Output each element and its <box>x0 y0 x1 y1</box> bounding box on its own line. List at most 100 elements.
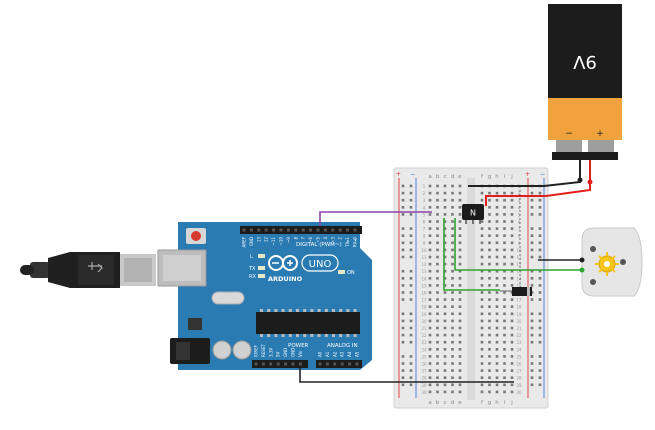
breadboard-hole[interactable] <box>495 376 499 379</box>
breadboard-hole[interactable] <box>443 333 447 337</box>
breadboard-hole[interactable] <box>503 362 506 365</box>
breadboard-hole[interactable] <box>436 340 439 344</box>
rail-hole[interactable] <box>538 362 542 365</box>
rail-hole[interactable] <box>538 227 542 230</box>
diode[interactable] <box>500 287 532 296</box>
rail-hole[interactable] <box>530 198 534 202</box>
breadboard-hole[interactable] <box>443 369 447 372</box>
breadboard-hole[interactable] <box>480 277 484 280</box>
rail-hole[interactable] <box>538 206 542 209</box>
breadboard-hole[interactable] <box>488 362 491 365</box>
breadboard-hole[interactable] <box>436 298 439 301</box>
power-pin-hole[interactable] <box>269 362 273 366</box>
breadboard-hole[interactable] <box>503 312 506 316</box>
rail-hole[interactable] <box>409 191 413 195</box>
breadboard-hole[interactable] <box>428 319 432 323</box>
breadboard-hole[interactable] <box>480 241 484 245</box>
breadboard-hole[interactable] <box>451 333 454 337</box>
breadboard-hole[interactable] <box>443 312 447 316</box>
breadboard-hole[interactable] <box>443 269 447 273</box>
breadboard-hole[interactable] <box>503 234 506 237</box>
breadboard-hole[interactable] <box>451 326 454 330</box>
breadboard-hole[interactable] <box>451 319 454 323</box>
breadboard-hole[interactable] <box>503 220 506 223</box>
breadboard-hole[interactable] <box>495 277 499 280</box>
rail-hole[interactable] <box>530 284 534 287</box>
power-pin-hole[interactable] <box>261 362 265 366</box>
rail-hole[interactable] <box>401 206 405 209</box>
breadboard-hole[interactable] <box>436 284 439 287</box>
dc-motor[interactable] <box>579 227 643 297</box>
power-header[interactable] <box>252 360 308 368</box>
breadboard-hole[interactable] <box>503 291 506 294</box>
breadboard-hole[interactable] <box>436 305 439 308</box>
breadboard-hole[interactable] <box>428 262 432 266</box>
breadboard-hole[interactable] <box>495 234 499 237</box>
rail-hole[interactable] <box>530 362 534 365</box>
breadboard-hole[interactable] <box>480 376 484 379</box>
breadboard-hole[interactable] <box>451 312 454 316</box>
breadboard-hole[interactable] <box>480 326 484 330</box>
breadboard-hole[interactable] <box>488 333 491 337</box>
rail-hole[interactable] <box>409 277 413 280</box>
rail-hole[interactable] <box>401 277 405 280</box>
digital-pin-hole[interactable] <box>264 228 268 232</box>
rail-hole[interactable] <box>401 255 405 259</box>
rail-hole[interactable] <box>401 248 405 252</box>
breadboard-hole[interactable] <box>451 355 454 358</box>
breadboard-hole[interactable] <box>510 305 514 308</box>
breadboard-hole[interactable] <box>503 191 506 195</box>
rail-hole[interactable] <box>401 198 405 202</box>
breadboard-hole[interactable] <box>510 255 514 259</box>
breadboard-hole[interactable] <box>443 220 447 223</box>
breadboard-hole[interactable] <box>428 291 432 294</box>
breadboard-hole[interactable] <box>458 255 462 259</box>
breadboard-hole[interactable] <box>488 305 491 308</box>
digital-pin-hole[interactable] <box>309 228 313 232</box>
rail-hole[interactable] <box>409 333 413 337</box>
analog-pin-hole[interactable] <box>318 362 322 366</box>
rail-hole[interactable] <box>538 376 542 379</box>
breadboard-hole[interactable] <box>428 340 432 344</box>
breadboard-hole[interactable] <box>510 298 514 301</box>
digital-pin-hole[interactable] <box>338 228 342 232</box>
breadboard-hole[interactable] <box>495 269 499 273</box>
rail-hole[interactable] <box>409 362 413 365</box>
breadboard-hole[interactable] <box>495 213 499 216</box>
breadboard-hole[interactable] <box>503 248 506 252</box>
breadboard-hole[interactable] <box>488 340 491 344</box>
breadboard-hole[interactable] <box>458 227 462 230</box>
breadboard-hole[interactable] <box>436 348 439 351</box>
breadboard-hole[interactable] <box>510 191 514 195</box>
breadboard-hole[interactable] <box>436 227 439 230</box>
breadboard-hole[interactable] <box>503 198 506 202</box>
breadboard-hole[interactable] <box>436 198 439 202</box>
breadboard-hole[interactable] <box>451 227 454 230</box>
breadboard-hole[interactable] <box>480 319 484 323</box>
breadboard-hole[interactable] <box>488 376 491 379</box>
breadboard-hole[interactable] <box>443 262 447 266</box>
rail-hole[interactable] <box>538 333 542 337</box>
rail-hole[interactable] <box>530 355 534 358</box>
breadboard-hole[interactable] <box>436 220 439 223</box>
breadboard-hole[interactable] <box>495 298 499 301</box>
breadboard-hole[interactable] <box>488 355 491 358</box>
breadboard-hole[interactable] <box>495 383 499 387</box>
breadboard-hole[interactable] <box>510 248 514 252</box>
rail-hole[interactable] <box>538 326 542 330</box>
rail-hole[interactable] <box>409 326 413 330</box>
breadboard-hole[interactable] <box>488 213 491 216</box>
breadboard-hole[interactable] <box>495 340 499 344</box>
breadboard-hole[interactable] <box>510 213 514 216</box>
rail-hole[interactable] <box>409 184 413 188</box>
rail-hole[interactable] <box>530 213 534 216</box>
analog-pin-hole[interactable] <box>355 362 359 366</box>
rail-hole[interactable] <box>409 248 413 252</box>
breadboard-hole[interactable] <box>510 383 514 387</box>
breadboard-hole[interactable] <box>503 269 506 273</box>
breadboard-hole[interactable] <box>451 277 454 280</box>
breadboard-hole[interactable] <box>488 191 491 195</box>
rail-hole[interactable] <box>409 241 413 245</box>
digital-pin-hole[interactable] <box>242 228 246 232</box>
digital-pin-hole[interactable] <box>249 228 253 232</box>
